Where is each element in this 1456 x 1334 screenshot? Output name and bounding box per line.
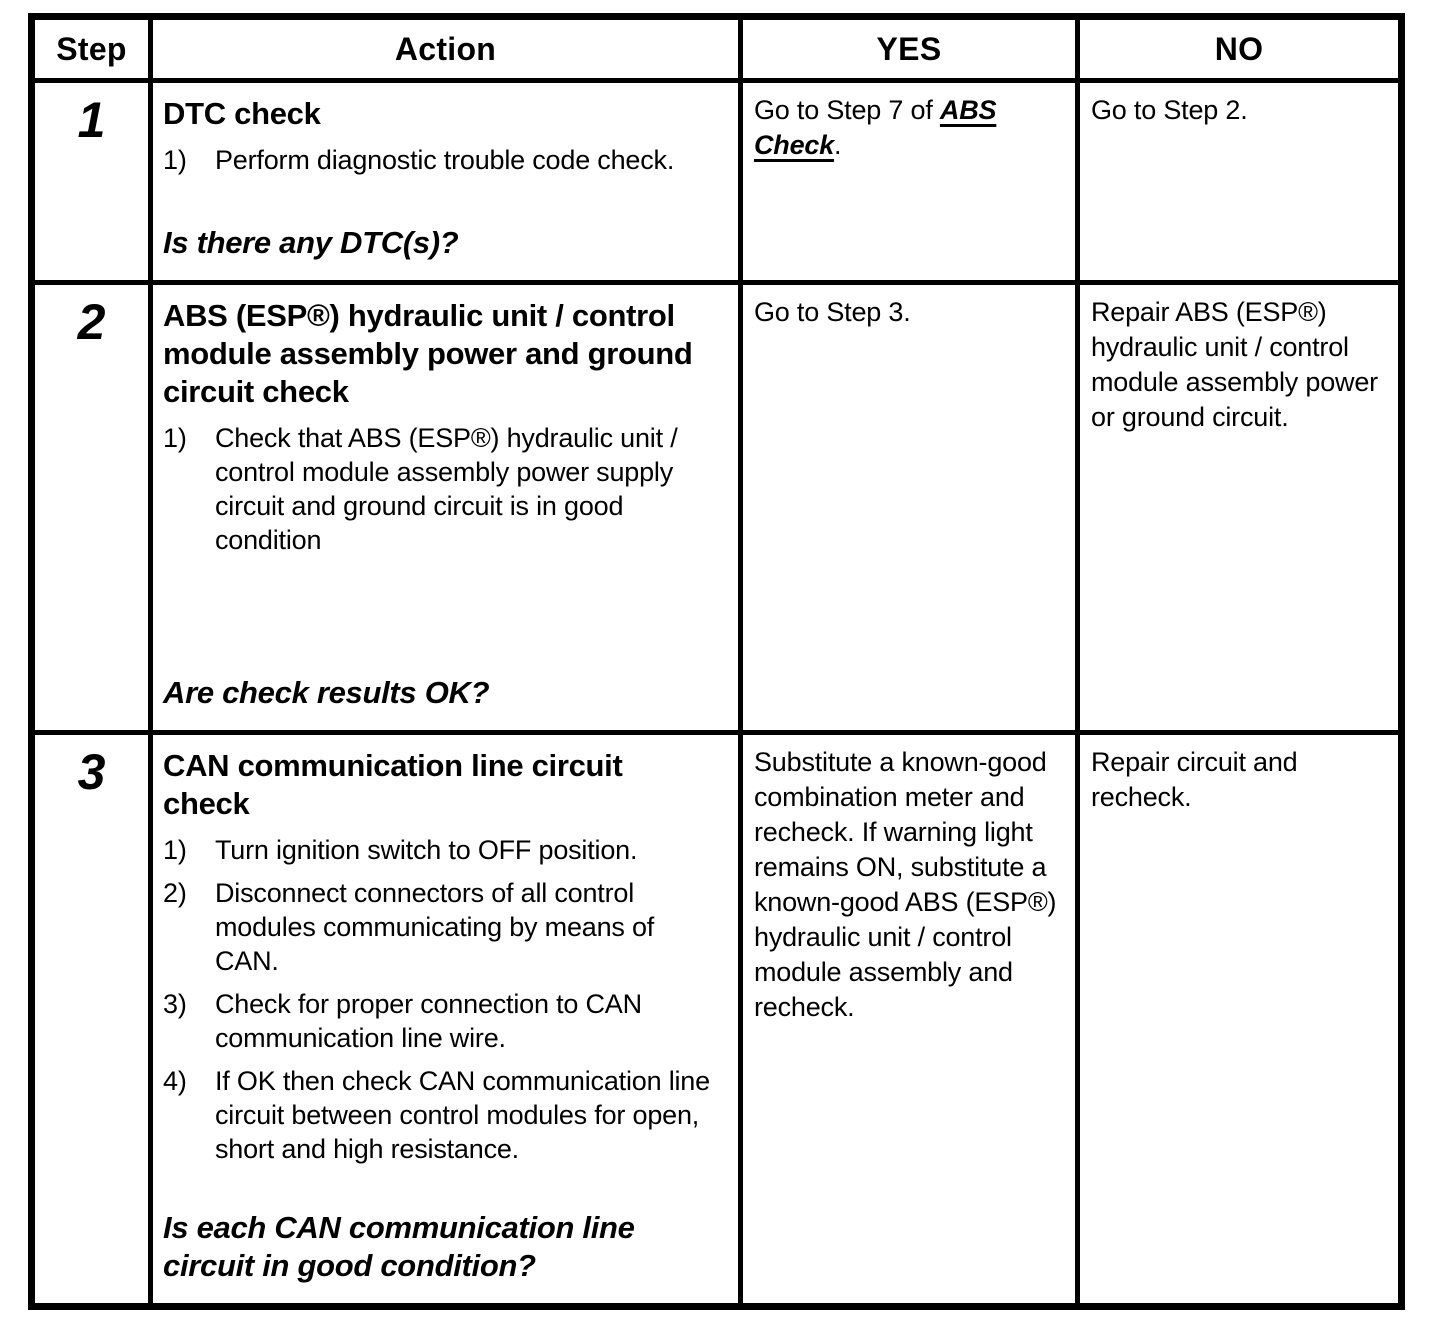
- step-number: 2: [77, 294, 106, 350]
- yes-cell: Substitute a known-good combination mete…: [738, 730, 1080, 1309]
- yes-text: Substitute a known-good combination mete…: [754, 747, 1057, 1022]
- list-item-number: 1): [163, 145, 187, 175]
- action-title: ABS (ESP®) hydraulic unit / control modu…: [163, 298, 693, 409]
- list-item-number: 4): [163, 1066, 187, 1096]
- list-item-text: Check for proper connection to CAN commu…: [215, 989, 642, 1053]
- yes-text: Go to Step 3.: [754, 297, 911, 327]
- list-item-text: Turn ignition switch to OFF position.: [215, 835, 638, 865]
- step-cell: 2: [29, 280, 153, 735]
- abs-check-link[interactable]: ABS Check: [754, 95, 997, 160]
- col-header-yes: YES: [738, 14, 1080, 83]
- col-header-step: Step: [29, 14, 153, 83]
- action-cell: ABS (ESP®) hydraulic unit / control modu…: [148, 280, 743, 735]
- table-row: 1 DTC check 1) Perform diagnostic troubl…: [29, 78, 1404, 285]
- action-title: CAN communication line circuit check: [163, 748, 623, 821]
- action-cell: DTC check 1) Perform diagnostic trouble …: [148, 78, 743, 285]
- yes-text: Go to Step 7 of ABS Check.: [743, 83, 1075, 175]
- list-item: 1) Check that ABS (ESP®) hydraulic unit …: [163, 421, 716, 557]
- list-item-text: If OK then check CAN communication line …: [215, 1066, 710, 1164]
- header-row: Step Action YES NO: [29, 14, 1404, 83]
- diagnostic-steps-table: Step Action YES NO 1 DTC check 1) Perfor…: [28, 13, 1405, 1310]
- action-question: Are check results OK?: [163, 675, 490, 710]
- table-row: 3 CAN communication line circuit check 1…: [29, 730, 1404, 1309]
- no-text: Repair circuit and recheck.: [1091, 747, 1298, 812]
- no-cell: Repair ABS (ESP®) hydraulic unit / contr…: [1075, 280, 1404, 735]
- list-item-text: Perform diagnostic trouble code check.: [215, 145, 675, 175]
- no-cell: Go to Step 2.: [1075, 78, 1404, 285]
- list-item-number: 1): [163, 423, 187, 453]
- action-question: Is each CAN communication line circuit i…: [163, 1210, 635, 1283]
- list-item: 3) Check for proper connection to CAN co…: [163, 987, 716, 1055]
- no-text: Go to Step 2.: [1091, 95, 1248, 125]
- list-item: 2) Disconnect connectors of all control …: [163, 876, 716, 978]
- list-item-number: 1): [163, 835, 187, 865]
- action-cell: CAN communication line circuit check 1) …: [148, 730, 743, 1309]
- list-item: 1) Turn ignition switch to OFF position.: [163, 833, 716, 867]
- list-item: 1) Perform diagnostic trouble code check…: [163, 143, 716, 177]
- step-number: 1: [77, 92, 106, 148]
- list-item: 4) If OK then check CAN communication li…: [163, 1064, 716, 1166]
- no-text: Repair ABS (ESP®) hydraulic unit / contr…: [1091, 297, 1378, 432]
- yes-cell: Go to Step 7 of ABS Check.: [738, 78, 1080, 285]
- yes-cell: Go to Step 3.: [738, 280, 1080, 735]
- list-item-text: Check that ABS (ESP®) hydraulic unit / c…: [215, 423, 678, 555]
- action-title: DTC check: [163, 96, 321, 131]
- list-item-number: 2): [163, 878, 187, 908]
- list-item-number: 3): [163, 989, 187, 1019]
- col-header-no: NO: [1075, 14, 1404, 83]
- step-number: 3: [77, 744, 106, 800]
- step-cell: 3: [29, 730, 153, 1309]
- no-cell: Repair circuit and recheck.: [1075, 730, 1404, 1309]
- yes-text-prefix: Go to Step 7 of: [754, 95, 940, 125]
- table-row: 2 ABS (ESP®) hydraulic unit / control mo…: [29, 280, 1404, 735]
- yes-text-suffix: .: [834, 130, 842, 160]
- action-question: Is there any DTC(s)?: [163, 225, 459, 260]
- list-item-text: Disconnect connectors of all control mod…: [215, 878, 655, 976]
- col-header-action: Action: [148, 14, 743, 83]
- step-cell: 1: [29, 78, 153, 285]
